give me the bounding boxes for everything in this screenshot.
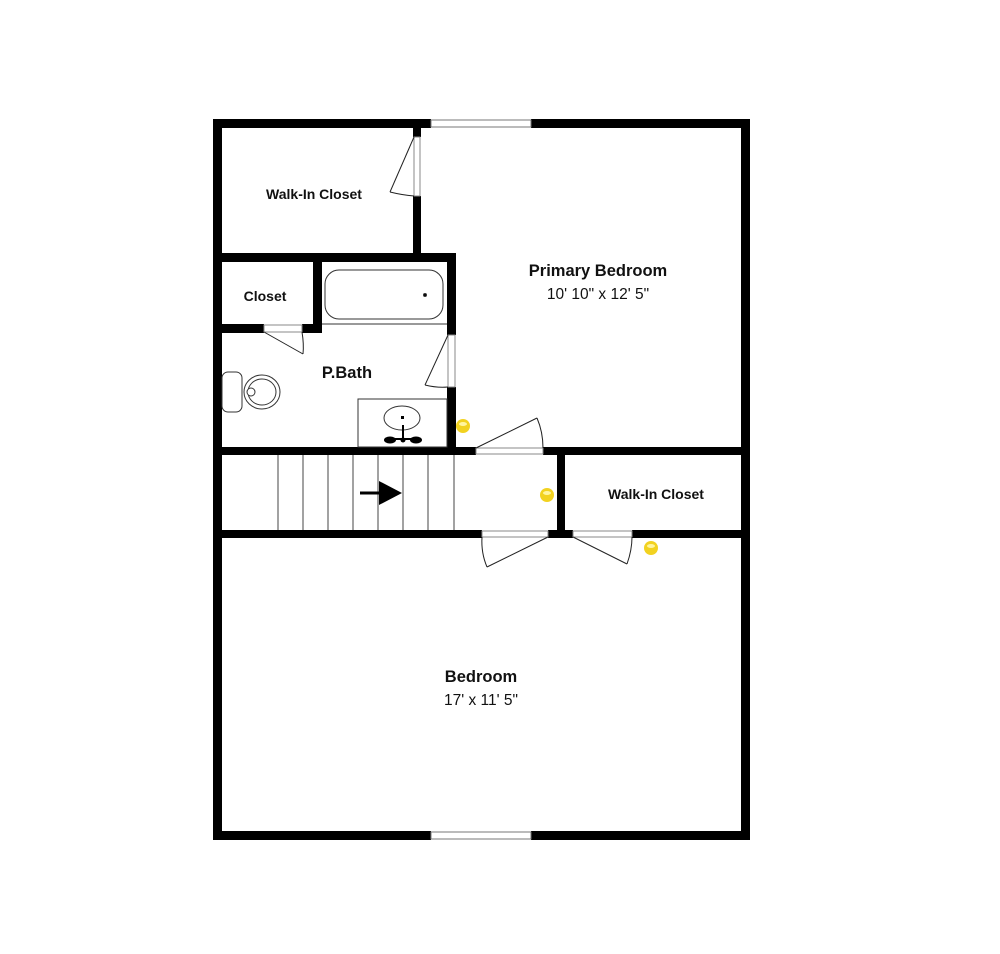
- window-bottom: [430, 831, 532, 840]
- window-top: [430, 119, 532, 128]
- walls: [213, 119, 750, 840]
- windows: [430, 119, 532, 840]
- room-dimensions: 10' 10" x 12' 5": [546, 286, 650, 303]
- room-name: Closet: [243, 288, 287, 304]
- room-name: Walk-In Closet: [266, 186, 362, 202]
- room-label-primary-bedroom: Primary Bedroom 10' 10" x 12' 5": [529, 262, 667, 304]
- room-name: Primary Bedroom: [528, 262, 668, 280]
- stair-direction-arrow-icon: [360, 481, 402, 505]
- light-fixture-icon: [540, 488, 554, 502]
- room-name: P.Bath: [321, 364, 373, 382]
- room-label-bedroom: Bedroom 17' x 11' 5": [444, 668, 518, 710]
- room-name: Walk-In Closet: [608, 486, 704, 502]
- room-name: Bedroom: [444, 668, 518, 686]
- room-dimensions: 17' x 11' 5": [443, 692, 519, 709]
- room-label-closet: Closet: [244, 288, 287, 306]
- light-fixture-icons: [456, 419, 658, 555]
- room-label-primary-bath: P.Bath: [322, 364, 372, 383]
- sink-vanity-icon: [357, 398, 448, 448]
- light-fixture-icon: [644, 541, 658, 555]
- light-fixture-icon: [456, 419, 470, 433]
- doors: [263, 136, 633, 568]
- toilet-icon: [221, 371, 281, 413]
- room-label-walk-in-closet-lower: Walk-In Closet: [608, 486, 704, 504]
- bathtub-icon: [322, 269, 447, 325]
- room-label-walk-in-closet-upper: Walk-In Closet: [266, 186, 362, 204]
